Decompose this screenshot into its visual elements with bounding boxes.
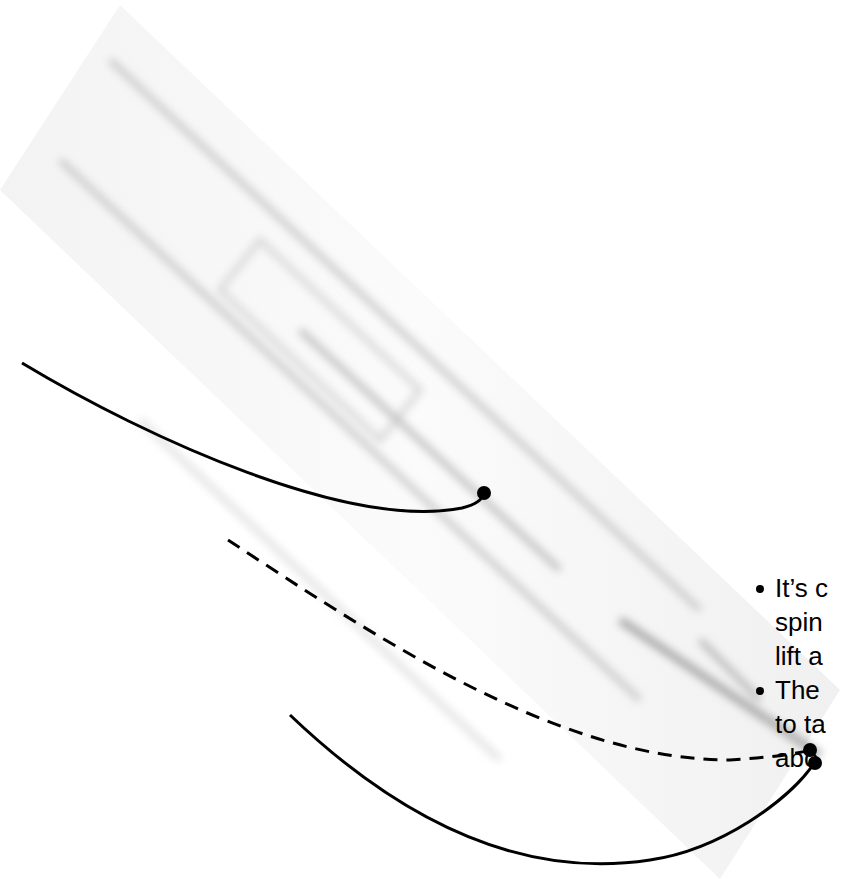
solid-curve [290,715,815,864]
bullet-text: abo [775,743,818,773]
dashed-curve [228,540,810,760]
solid-curve [22,363,484,511]
bullet-text: spin [775,607,823,637]
bullet-dot [756,585,764,593]
bullet-dot [756,687,764,695]
bullet-text: It’s c [775,573,828,603]
end-dot [477,486,491,500]
blurred-device [0,5,840,879]
bullet-text: to ta [775,709,826,739]
bullet-text: lift a [775,641,823,671]
bullet-text: The [775,675,820,705]
